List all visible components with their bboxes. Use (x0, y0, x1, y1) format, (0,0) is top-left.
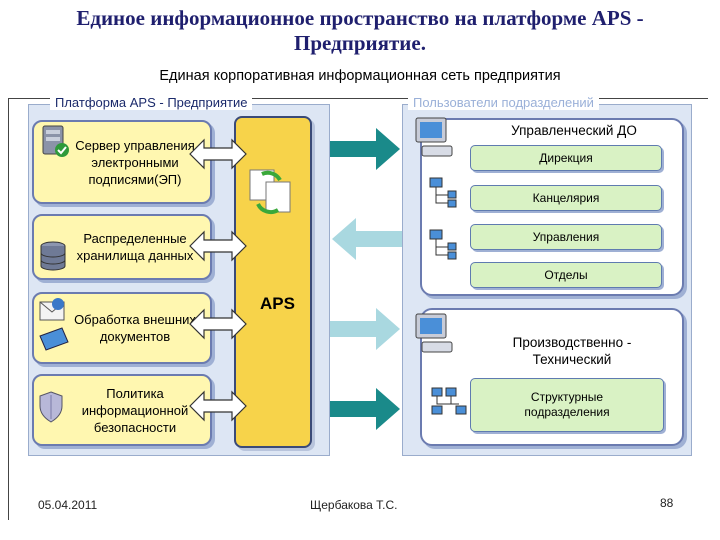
mail-document-icon (39, 298, 69, 351)
group-item-departments[interactable]: Управления (470, 224, 662, 250)
security-policy-box[interactable]: Политика информационной безопасности (32, 374, 212, 446)
footer-date: 05.04.2011 (38, 498, 98, 512)
platform-panel-label: Платформа APS - Предприятие (50, 95, 253, 110)
storage-label: Распределенные хранилища данных (76, 231, 194, 263)
network-icon (429, 177, 457, 208)
storage-box[interactable]: Распределенные хранилища данных (32, 214, 212, 280)
arrow-from-users (332, 218, 402, 260)
page-title: Единое информационное пространство на пл… (76, 6, 644, 55)
network-icon (429, 229, 457, 260)
esign-server-label: Сервер управления электронными подписями… (75, 137, 195, 187)
group-item-structural-units[interactable]: Структурные подразделения (470, 378, 664, 432)
arrow-to-users-2 (330, 308, 400, 350)
arrow-to-users-1 (330, 128, 400, 170)
users-panel-label: Пользователи подразделений (408, 95, 599, 110)
outer-frame (8, 98, 708, 520)
security-link-arrow (189, 390, 247, 422)
computer-icon (415, 117, 453, 157)
group-item-directorate[interactable]: Дирекция (470, 145, 662, 171)
computer-icon (415, 313, 453, 353)
database-icon (40, 241, 66, 271)
arrow-to-users-3 (330, 388, 400, 430)
management-group-title: Управленческий ДО (511, 123, 637, 138)
esign-link-arrow (189, 138, 247, 170)
external-docs-link-arrow (189, 308, 247, 340)
document-sync-icon (249, 169, 291, 215)
security-policy-label: Политика информационной безопасности (81, 385, 189, 435)
group-item-office[interactable]: Канцелярия (470, 185, 662, 211)
page-subtitle: Единая корпоративная информационная сеть… (159, 68, 561, 84)
network-icon (431, 387, 467, 415)
production-group-title: Производственно - Технический (512, 335, 632, 367)
storage-link-arrow (189, 230, 247, 262)
footer-author: Щербакова Т.С. (310, 498, 398, 512)
shield-icon (39, 391, 63, 423)
external-docs-label: Обработка внешних документов (74, 312, 196, 344)
server-check-icon (42, 125, 69, 157)
page-number: 88 (660, 496, 674, 510)
group-item-sections[interactable]: Отделы (470, 262, 662, 288)
aps-label: APS (260, 294, 295, 313)
esign-server-box[interactable]: Сервер управления электронными подписями… (32, 120, 212, 204)
